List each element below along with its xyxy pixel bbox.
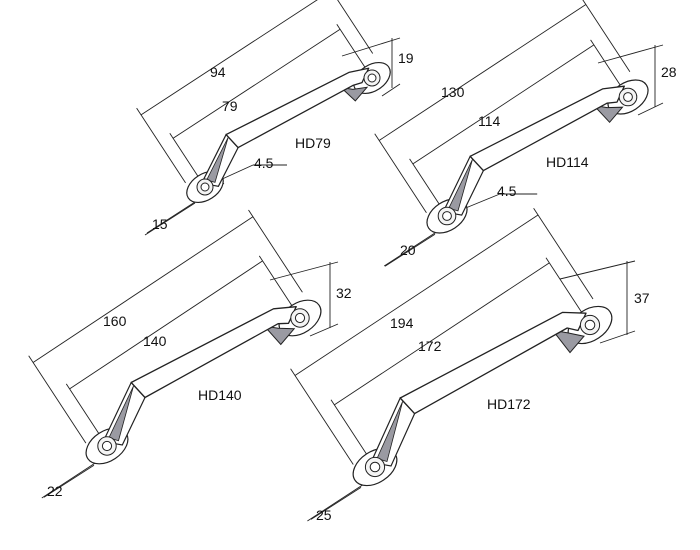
extension-line <box>144 202 196 236</box>
handle-hd172 <box>290 207 636 522</box>
extension-line <box>637 102 664 116</box>
extension-line <box>597 44 664 64</box>
hole-pitch-label: 79 <box>222 98 238 114</box>
foot-label: 22 <box>47 483 63 499</box>
extension-line <box>582 0 631 72</box>
extension-line <box>381 83 401 97</box>
extension-line <box>28 355 87 444</box>
handle-hd79-labels: 94 79 19 15 4.5 HD79 <box>152 50 414 232</box>
overall-length-label: 94 <box>210 64 226 80</box>
model-label: HD172 <box>487 396 531 412</box>
extension-line <box>310 487 362 520</box>
extension-line <box>309 323 339 337</box>
height-label: 28 <box>661 64 677 80</box>
handle-hd114 <box>374 0 664 267</box>
pitch-dimension-line <box>172 28 341 139</box>
overall-length-label: 130 <box>441 84 465 100</box>
extension-line <box>599 330 636 344</box>
foot-label: 15 <box>152 216 168 232</box>
handle-hd172-labels: 194 172 37 25 HD172 <box>316 290 650 523</box>
hole-pitch-label: 140 <box>143 333 167 349</box>
extension-line <box>409 158 445 212</box>
extension-line <box>384 233 436 267</box>
extension-line <box>590 39 626 93</box>
extension-line <box>248 209 303 293</box>
extension-line <box>169 132 203 183</box>
height-label: 19 <box>398 50 414 66</box>
handle-hd140 <box>28 209 339 499</box>
extension-line <box>545 257 588 321</box>
overall-dimension-line <box>294 214 539 376</box>
right-leg-shaded-face <box>551 329 585 354</box>
mounting-hole <box>200 182 210 192</box>
overall-length-label: 160 <box>103 313 127 329</box>
hole-diameter-label: 4.5 <box>254 155 274 171</box>
pitch-dimension-line <box>69 260 263 390</box>
right-leg-shaded-face <box>592 104 624 124</box>
handle-hd140-labels: 160 140 32 22 HD140 <box>47 285 352 499</box>
extension-line <box>374 133 427 213</box>
handle-grip <box>469 85 625 172</box>
extension-line <box>559 260 636 280</box>
handle-grip <box>130 306 297 399</box>
foot-label: 25 <box>316 507 332 523</box>
foot-label: 20 <box>400 242 416 258</box>
height-label: 37 <box>634 290 650 306</box>
overall-dimension-line <box>140 0 318 116</box>
mounting-hole <box>101 440 113 452</box>
overall-length-label: 194 <box>390 315 414 331</box>
extension-line <box>341 37 401 57</box>
extension-line <box>337 0 374 54</box>
right-leg-shaded-face <box>262 325 296 346</box>
overall-dimension-line <box>32 216 254 363</box>
extension-line <box>336 23 370 74</box>
mounting-hole <box>367 73 377 83</box>
right-leg-shaded-face <box>339 86 369 102</box>
mounting-hole <box>442 211 452 221</box>
handle-grip <box>399 311 587 415</box>
mounting-hole <box>623 92 633 102</box>
extension-line <box>290 368 354 465</box>
hole-pitch-label: 172 <box>418 338 442 354</box>
extension-line <box>258 255 298 314</box>
handle-hd114-labels: 130 114 28 20 4.5 HD114 <box>400 64 677 258</box>
hole-diameter-label: 4.5 <box>497 183 517 199</box>
mounting-hole <box>584 319 596 331</box>
model-label: HD79 <box>295 135 331 151</box>
extension-line <box>136 107 186 184</box>
extension-line <box>43 464 95 498</box>
handle-hd79 <box>136 0 401 236</box>
mounting-hole <box>369 461 381 473</box>
model-label: HD114 <box>546 154 589 170</box>
pitch-dimension-line <box>412 44 595 165</box>
extension-line <box>65 383 105 442</box>
overall-dimension-line <box>378 4 587 141</box>
extension-line <box>533 207 594 300</box>
extension-line <box>330 399 373 463</box>
extension-line <box>269 261 339 281</box>
height-label: 32 <box>336 285 352 301</box>
model-label: HD140 <box>198 387 242 403</box>
pitch-dimension-line <box>334 262 550 406</box>
mounting-hole <box>294 312 306 324</box>
hole-pitch-label: 114 <box>478 113 501 129</box>
handle-grip <box>225 67 370 149</box>
